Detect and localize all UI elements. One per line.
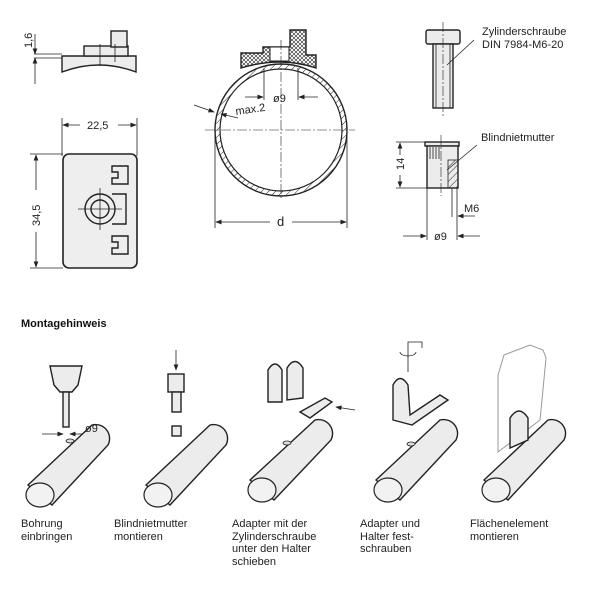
step-caption-3: Adapter mit der Zylinderschraube unter d…: [232, 518, 317, 568]
step-caption-2: Blindnietmutter montieren: [114, 518, 188, 543]
screw-label-line1: Zylinderschraube: [482, 26, 566, 38]
rivet-dim-thread: M6: [464, 203, 479, 215]
top-view: 22,5 34,5: [30, 118, 138, 269]
dim-height: 34,5: [31, 205, 43, 226]
step-1-drill: ø9: [25, 365, 111, 508]
step-4-tighten: [373, 341, 459, 503]
rivet-nut-view: Blindnietmutter 14 M6 ø9: [395, 132, 555, 243]
screw-view: Zylinderschraube DIN 7984-M6-20: [425, 22, 566, 116]
rivet-dim-diameter: ø9: [434, 231, 447, 243]
step-caption-5: Flächenelement montieren: [470, 518, 549, 543]
section-view: ø9 max.2 d: [193, 29, 355, 229]
dim-wall: max.2: [235, 102, 266, 118]
assembly-heading: Montagehinweis: [21, 318, 107, 330]
dim-thickness: 1,6: [23, 33, 35, 48]
side-view: 1,6: [23, 30, 137, 84]
step-3-adapter: [247, 360, 356, 503]
step-caption-4: Adapter und Halter fest- schrauben: [360, 518, 420, 555]
screw-label-line2: DIN 7984-M6-20: [482, 39, 563, 51]
dim-bore: ø9: [273, 93, 286, 105]
step-caption-1: Bohrung einbringen: [21, 518, 73, 543]
step-5-panel: [481, 344, 567, 503]
rivet-nut-label: Blindnietmutter: [481, 132, 555, 144]
assembly-illustrations: ø9: [25, 341, 567, 508]
dim-diameter: d: [277, 214, 284, 229]
step-2-rivet: [143, 350, 229, 508]
rivet-dim-height: 14: [395, 158, 407, 170]
dim-width: 22,5: [87, 120, 108, 132]
drill-dim: ø9: [85, 423, 98, 435]
